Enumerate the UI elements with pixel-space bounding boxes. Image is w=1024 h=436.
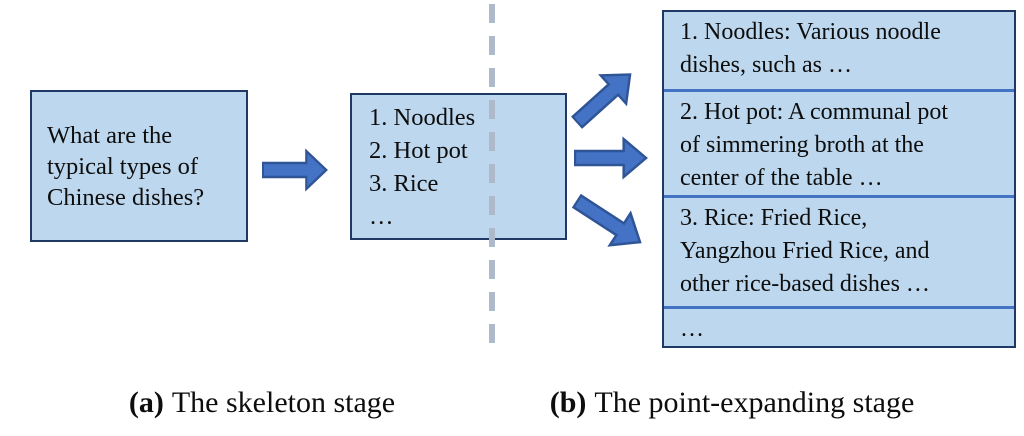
expansion-item-ellipsis: … — [664, 306, 1014, 346]
question-box: What are the typical types of Chinese di… — [30, 90, 248, 242]
expand-arrow-middle-icon — [573, 136, 648, 180]
expansion-item-rice: 3. Rice: Fried Rice, Yangzhou Fried Rice… — [664, 195, 1014, 306]
caption-b: (b)The point-expanding stage — [514, 386, 950, 420]
expand-arrow-down-icon — [564, 182, 653, 261]
skeleton-box: 1. Noodles 2. Hot pot 3. Rice … — [350, 93, 567, 240]
expansion-item-noodles: 1. Noodles: Various noodle dishes, such … — [664, 12, 1014, 90]
caption-a-label: (a) — [128, 386, 164, 419]
caption-b-text: The point-expanding stage — [594, 386, 915, 419]
caption-b-label: (b) — [549, 386, 587, 419]
expand-arrow-up-icon — [562, 57, 646, 139]
caption-a-text: The skeleton stage — [171, 386, 396, 419]
expansion-item-hotpot: 2. Hot pot: A communal pot of simmering … — [664, 89, 1014, 196]
question-text: What are the typical types of Chinese di… — [47, 121, 205, 211]
caption-a: (a)The skeleton stage — [60, 386, 464, 420]
flow-right-arrow-icon — [261, 148, 328, 192]
expansion-column: 1. Noodles: Various noodle dishes, such … — [662, 10, 1016, 348]
skeleton-text: 1. Noodles 2. Hot pot 3. Rice … — [369, 103, 476, 230]
stage-divider-line — [489, 4, 495, 353]
